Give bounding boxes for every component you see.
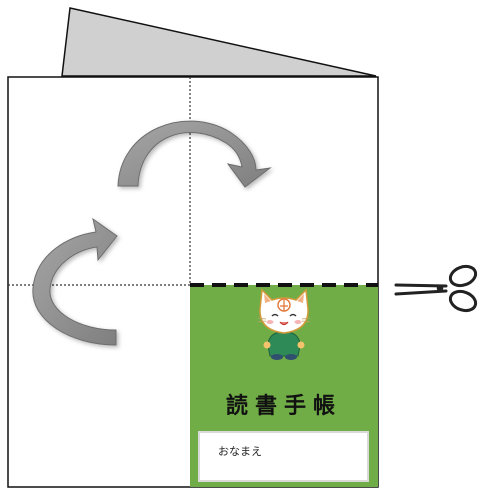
booklet-title: 読書手帳	[225, 394, 342, 419]
cat-mascot-icon	[257, 288, 311, 360]
fold-arrow-left	[32, 217, 118, 346]
name-label: おなまえ	[218, 445, 262, 458]
scissors-icon	[394, 264, 478, 313]
fold-arrow-top	[117, 120, 272, 188]
name-field	[198, 431, 369, 482]
back-flap	[61, 7, 377, 77]
